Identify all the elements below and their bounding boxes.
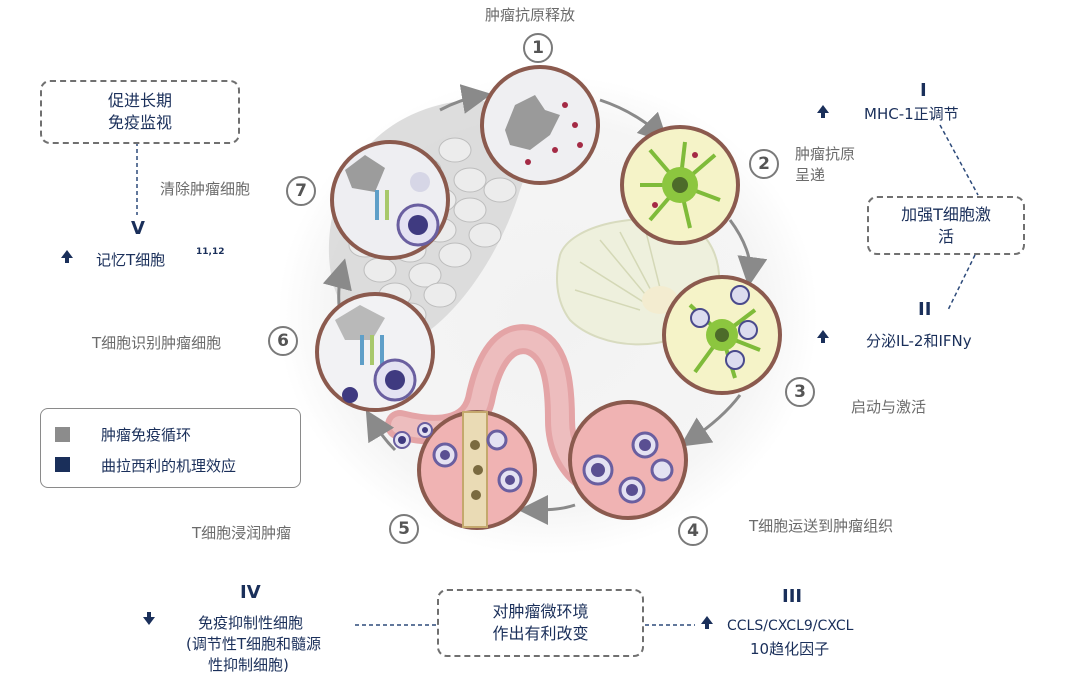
legend-swatch-mechanism — [55, 457, 70, 472]
step-circle-7 — [330, 140, 450, 260]
memory-box: 促进长期免疫监视 — [40, 80, 240, 144]
roman-numeral-II: II — [918, 299, 932, 320]
step-label-7: 清除肿瘤细胞 — [160, 180, 251, 198]
connector-lines — [136, 124, 979, 626]
effect-I-text: MHC-1正调节 — [864, 105, 959, 123]
roman-numeral-V: V — [131, 218, 145, 239]
step-label-5: T细胞浸润肿瘤 — [192, 524, 292, 542]
memory-box-line1: 促进长期 — [107, 91, 172, 110]
roman-numeral-I: I — [920, 80, 927, 101]
micro-box-line1: 对肿瘤微环境 — [492, 602, 589, 621]
effect-III-line2: 10趋化因子 — [750, 640, 830, 658]
roman-numeral-IV: IV — [240, 582, 261, 603]
step-number-7: 7 — [286, 176, 316, 206]
effect-IV-line1: 免疫抑制性细胞 — [198, 614, 304, 632]
legend-swatch-cycle — [55, 427, 70, 442]
step-number-3: 3 — [785, 377, 815, 407]
legend-label-cycle: 肿瘤免疫循环 — [101, 426, 192, 444]
step-circle-4 — [568, 400, 688, 520]
step-number-4: 4 — [678, 516, 708, 546]
step-number-5: 5 — [389, 514, 419, 544]
micro-box-line2: 作出有利改变 — [492, 624, 589, 643]
effect-V-text: 记忆T细胞 — [96, 251, 166, 269]
step-number-2: 2 — [749, 149, 779, 179]
step-circle-5 — [417, 410, 537, 530]
legend-label-mechanism: 曲拉西利的机理效应 — [101, 457, 237, 475]
effect-II-text: 分泌IL-2和IFNy — [866, 332, 972, 350]
tcell-box-line2: 活 — [937, 226, 954, 246]
step-circle-2 — [620, 125, 740, 245]
step-label-6: T细胞识别肿瘤细胞 — [92, 334, 222, 352]
memory-box-line2: 免疫监视 — [107, 113, 172, 132]
step-label-2-line1: 肿瘤抗原 — [795, 145, 856, 163]
effect-III-line1: CCLS/CXCL9/CXCL — [727, 618, 854, 634]
step-circle-3 — [662, 275, 782, 395]
roman-numeral-III: III — [782, 586, 803, 607]
step-circle-1 — [480, 65, 600, 185]
step-label-2-line2: 呈递 — [795, 166, 826, 184]
step-label-1: 肿瘤抗原释放 — [485, 6, 576, 24]
effect-IV-line2: (调节性T细胞和髓源 — [186, 635, 322, 653]
legend: 肿瘤免疫循环 曲拉西利的机理效应 — [40, 408, 301, 488]
step-number-1: 1 — [523, 33, 553, 63]
effect-V-refs: 11,12 — [196, 247, 225, 257]
step-number-6: 6 — [268, 326, 298, 356]
microenvironment-box: 对肿瘤微环境作出有利改变 — [437, 589, 644, 657]
tcell-activation-box: 加强T细胞激活 — [867, 196, 1025, 255]
effect-IV-line3: 性抑制细胞) — [208, 656, 289, 674]
step-circle-6 — [315, 292, 435, 412]
step-label-4: T细胞运送到肿瘤组织 — [749, 517, 894, 535]
step-label-3: 启动与激活 — [851, 398, 927, 416]
tcell-box-line1: 加强T细胞激 — [901, 204, 991, 224]
